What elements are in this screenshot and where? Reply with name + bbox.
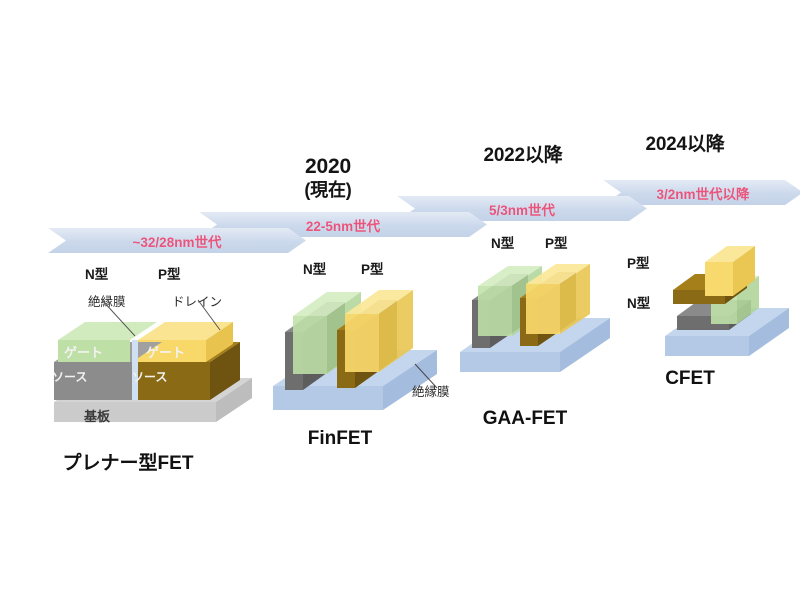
finfet-p-type-label: P型 bbox=[361, 262, 384, 277]
year-heading-2020-line1: 2020 bbox=[305, 155, 351, 178]
generation-banner-22-5nm-label: 22-5nm世代 bbox=[305, 218, 381, 234]
year-heading-2022: 2022以降 bbox=[463, 145, 583, 167]
gaafet-base-side bbox=[560, 318, 610, 372]
cfet-p-gate-top bbox=[705, 246, 755, 262]
planar-substrate-front bbox=[54, 402, 216, 422]
finfet-structure bbox=[273, 290, 438, 410]
gaafet-n-type-label: N型 bbox=[491, 236, 515, 251]
gaafet-p-type-label: P型 bbox=[545, 236, 568, 251]
gaafet-p-gate-side bbox=[560, 264, 590, 334]
planar-insulator-callout-label: 絶縁膜 bbox=[88, 295, 126, 309]
planar-n-type-label: N型 bbox=[85, 267, 109, 282]
planar-drain-callout-label: ドレイン bbox=[172, 295, 223, 309]
planar-p-gate-side bbox=[206, 322, 233, 362]
generation-banner-5-3nm-label: 5/3nm世代 bbox=[488, 202, 556, 218]
gaafet-p-gate-top bbox=[526, 264, 590, 284]
planar-p-body-front bbox=[135, 362, 210, 400]
gaafet-structure bbox=[460, 264, 610, 372]
planar-drain-leader bbox=[197, 299, 221, 331]
planar-p-type-label: P型 bbox=[158, 267, 181, 282]
finfet-p-gate-front bbox=[345, 314, 379, 372]
device-name-gaafet: GAA-FET bbox=[482, 408, 568, 429]
finfet-base-side bbox=[383, 350, 437, 410]
year-heading-2020: 2020 (現在) bbox=[283, 155, 373, 201]
gaafet-n-gate-top bbox=[478, 266, 542, 286]
cfet-base-front bbox=[665, 336, 749, 356]
device-name-cfet: CFET bbox=[665, 368, 715, 389]
gaafet-base-front bbox=[460, 352, 560, 372]
year-heading-2022-line1: 2022以降 bbox=[483, 145, 563, 166]
gaafet-n-gate-front bbox=[478, 286, 512, 336]
planar-insulator-film bbox=[132, 340, 138, 400]
year-heading-2024: 2024以降 bbox=[625, 134, 745, 156]
generation-banner-32-28nm-label: ~32/28nm世代 bbox=[132, 234, 222, 250]
year-heading-2020-line2: (現在) bbox=[304, 179, 352, 200]
planar-insulator-leader bbox=[101, 299, 136, 337]
finfet-p-gate-top bbox=[345, 290, 413, 314]
finfet-insulator-leader bbox=[414, 363, 438, 389]
cfet-base-side bbox=[749, 308, 789, 356]
planar-n-gate-front bbox=[58, 340, 130, 362]
gaafet-p-gate-front bbox=[526, 284, 560, 334]
finfet-insulator-callout-label: 絶縁膜 bbox=[412, 385, 450, 399]
planar-n-body-front bbox=[54, 362, 132, 400]
year-heading-2024-line1: 2024以降 bbox=[645, 134, 725, 155]
planar-fet-structure bbox=[54, 299, 252, 422]
generation-banner-3-2nm-label: 3/2nm世代以降 bbox=[656, 186, 750, 202]
generation-banner-32-28nm: ~32/28nm世代 bbox=[48, 228, 306, 253]
planar-p-gate-top bbox=[138, 322, 233, 340]
finfet-base-front bbox=[273, 386, 383, 410]
finfet-p-gate-side bbox=[379, 290, 413, 372]
device-name-finfet: FinFET bbox=[307, 428, 373, 449]
device-name-planar: プレナー型FET bbox=[62, 453, 194, 474]
cfet-p-gate-front bbox=[705, 262, 733, 296]
finfet-n-type-label: N型 bbox=[303, 262, 327, 277]
cfet-p-type-label: P型 bbox=[627, 256, 650, 271]
cfet-n-type-label: N型 bbox=[627, 296, 651, 311]
finfet-n-gate-front bbox=[293, 316, 327, 374]
finfet-n-gate-top bbox=[293, 292, 361, 316]
planar-substrate-side bbox=[216, 378, 252, 422]
planar-n-gate-top bbox=[58, 322, 157, 340]
cfet-structure bbox=[665, 246, 789, 356]
planar-p-body-side bbox=[210, 342, 240, 400]
cfet-p-gate-side bbox=[733, 246, 755, 296]
